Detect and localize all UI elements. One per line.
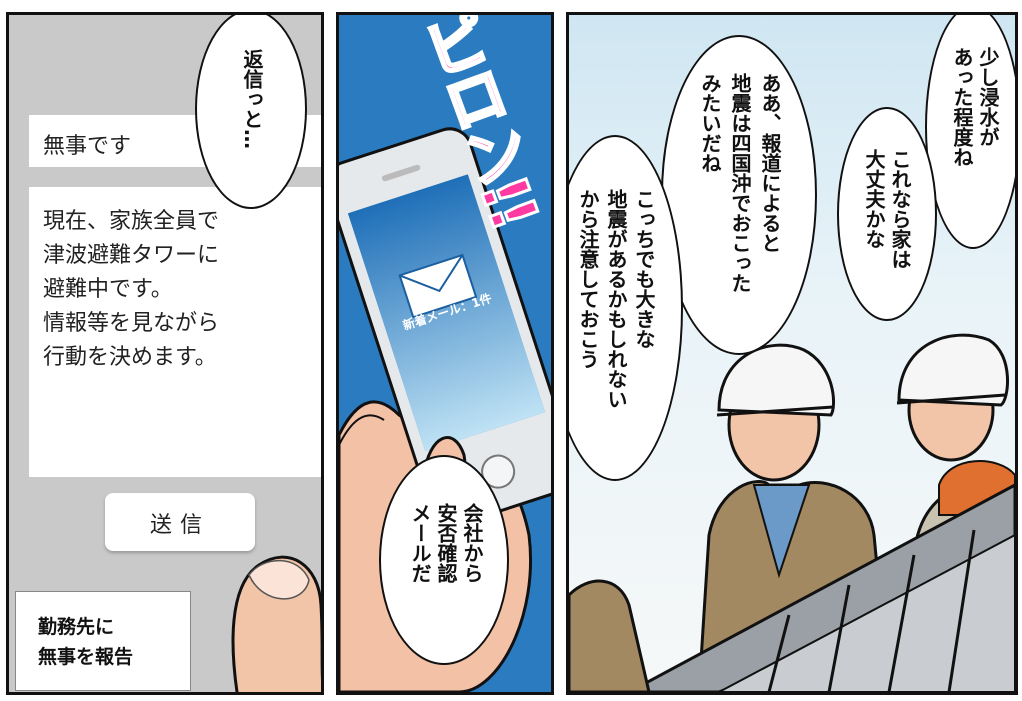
speech-line: ああ、報道によると: [758, 73, 782, 253]
mail-body-line: 避難中です。: [43, 277, 173, 302]
mail-body-line: 行動を決めます。: [43, 345, 217, 370]
speech-bubble: 少し浸水が あった程度ね: [925, 15, 1015, 249]
panel-mail-compose: 無事です 現在、家族全員で 津波避難タワーに 避難中です。 情報等を見ながら 行…: [6, 12, 324, 695]
speech-line: 会社から: [460, 503, 484, 583]
mail-body-field[interactable]: 現在、家族全員で 津波避難タワーに 避難中です。 情報等を見ながら 行動を決めま…: [29, 187, 321, 477]
narration-caption: 勤務先に 無事を報告: [15, 591, 191, 691]
speech-line: これなら家は: [888, 149, 912, 269]
speech-line: から注意しておこう: [576, 189, 600, 369]
speech-line: 返信っと…: [240, 49, 264, 149]
speech-line: こっちでも大きな: [632, 189, 656, 349]
mail-body-line: 現在、家族全員で: [43, 209, 220, 234]
speech-bubble: ああ、報道によると 地震は四国沖でおこった みたいだね: [661, 35, 817, 355]
speech-line: 地震があるかもしれない: [604, 189, 628, 409]
speech-bubble: これなら家は 大丈夫かな: [837, 107, 937, 321]
speech-line: みたいだね: [698, 73, 722, 173]
speech-bubble: 返信っと…: [195, 15, 307, 209]
speech-bubble: こっちでも大きな 地震があるかもしれない から注意しておこう: [569, 135, 683, 481]
panel-workers-conversation: 少し浸水が あった程度ね これなら家は 大丈夫かな ああ、報道によると 地震は四…: [566, 12, 1018, 695]
mail-body-line: 津波避難タワーに: [43, 243, 220, 268]
speech-line: あった程度ね: [950, 47, 974, 167]
send-button[interactable]: 送信: [105, 493, 255, 551]
speech-bubble: 会社から 安否確認 メールだ: [379, 455, 509, 665]
speech-line: 大丈夫かな: [862, 149, 886, 249]
speech-line: 地震は四国沖でおこった: [728, 73, 752, 293]
caption-line: 勤務先に: [38, 616, 115, 638]
workers-illustration: [569, 333, 1015, 692]
speech-line: 少し浸水が: [976, 47, 1000, 147]
thumb-illustration: [231, 555, 321, 692]
mail-body-line: 情報等を見ながら: [43, 311, 220, 336]
panel-phone-notification: 新着メール：1件 ピロン!! 会社から 安否確認 メールだ: [336, 12, 554, 695]
mail-subject-text: 無事です: [43, 134, 132, 159]
caption-line: 無事を報告: [38, 646, 134, 668]
send-button-label: 送信: [149, 513, 210, 538]
speech-line: 安否確認: [434, 503, 458, 583]
speech-line: メールだ: [408, 503, 432, 583]
